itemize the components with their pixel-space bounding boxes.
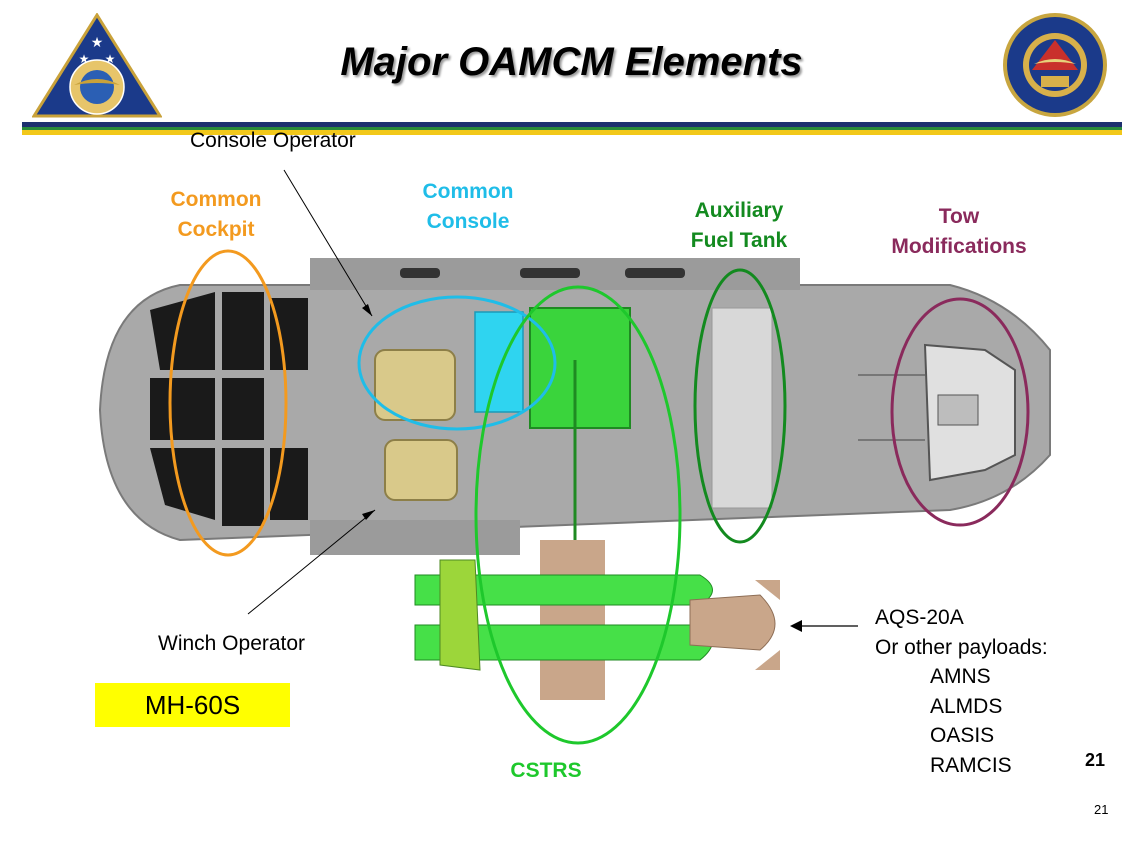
cstrs-label: CSTRS — [510, 759, 582, 782]
page-number: 21 — [1085, 750, 1106, 770]
payload-item: RAMCIS — [930, 753, 1012, 777]
page-number-footer: 21 — [1094, 802, 1109, 817]
payload-list: AQS-20A Or other payloads: AMNS ALMDS OA… — [875, 603, 1105, 780]
winch-operator-label: Winch Operator — [158, 632, 306, 655]
naval-aviation-enterprise-logo — [1003, 13, 1107, 117]
svg-text:★: ★ — [79, 52, 90, 66]
payload-intro: Or other payloads: — [875, 635, 1048, 659]
console-operator-label: Console Operator — [190, 129, 356, 152]
common-console-label: Common Console — [422, 180, 514, 233]
tow-modifications-label: Tow Modifications — [891, 205, 1027, 258]
commander-naval-air-forces-logo: ★ ★ ★ — [32, 13, 162, 118]
auxiliary-fuel-tank-ellipse — [693, 268, 787, 544]
common-cockpit-ellipse — [168, 249, 288, 557]
common-cockpit-label: Common Cockpit — [170, 188, 262, 241]
common-console-ellipse — [357, 295, 557, 431]
winch-operator-leader — [247, 509, 376, 615]
payload-item: ALMDS — [930, 694, 1003, 718]
slide-title: Major OAMCM Elements — [340, 40, 803, 84]
svg-text:★: ★ — [105, 52, 116, 66]
payload-item: AMNS — [930, 665, 991, 688]
svg-text:★: ★ — [91, 35, 104, 51]
auxiliary-fuel-tank-label: Auxiliary Fuel Tank — [690, 199, 788, 252]
payload-primary: AQS-20A — [875, 606, 964, 629]
aircraft-badge: MH-60S — [95, 683, 290, 727]
payload-item: OASIS — [930, 724, 995, 747]
header-stripe-yellow — [22, 130, 1122, 135]
cstrs-ellipse — [474, 285, 682, 745]
console-operator-leader — [283, 169, 373, 317]
header-stripe-navy — [22, 122, 1122, 127]
header-stripe-green — [22, 127, 1122, 130]
tow-modifications-ellipse — [890, 297, 1030, 527]
